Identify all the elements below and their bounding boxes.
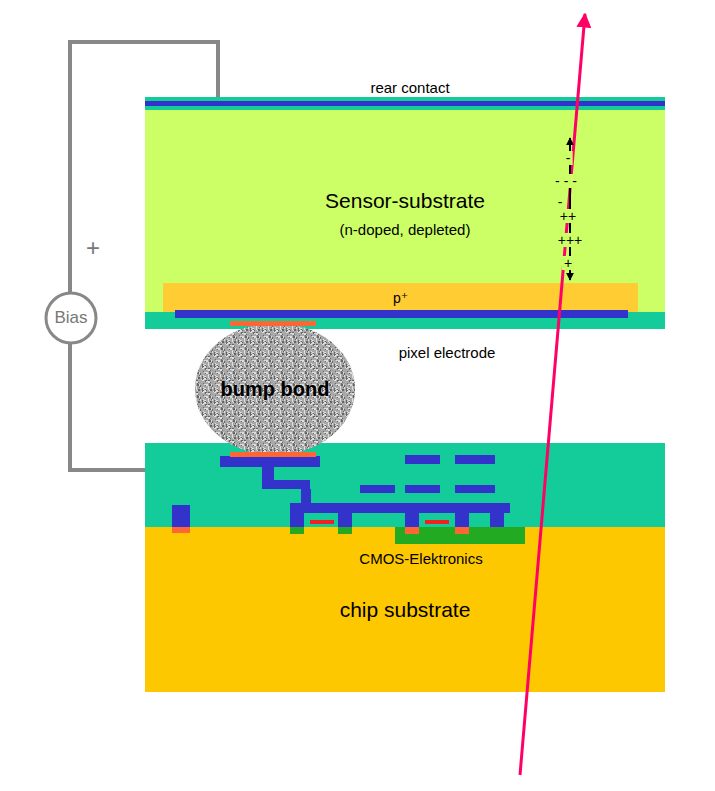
- bump-pad: [230, 321, 316, 326]
- substrate-region: Sensor-substrate(n-doped, depleted)p⁺: [145, 110, 665, 283]
- node-title: chip substrate: [340, 598, 471, 622]
- metal-traces: [172, 455, 510, 527]
- diffusion: [338, 527, 352, 534]
- substrate-contact: [172, 527, 190, 533]
- part-label: pixel electrode: [399, 345, 496, 360]
- charge-sign: +: [562, 256, 574, 270]
- diffusion: [490, 527, 504, 534]
- diffusion: [290, 527, 304, 534]
- implant-band: p⁺: [163, 283, 638, 312]
- rear-contact-layer: [145, 97, 665, 110]
- bump-texture: [195, 323, 355, 455]
- bump-pad: [230, 452, 316, 457]
- node-title: Bias: [54, 308, 87, 328]
- polarity-sign: +: [86, 236, 100, 260]
- particle-track: [520, 14, 585, 775]
- node-title: p⁺: [393, 290, 408, 306]
- gate: [310, 520, 334, 524]
- node-title: Sensor-substrate: [325, 189, 485, 213]
- bump-ball: [195, 323, 355, 455]
- gate: [425, 520, 449, 524]
- chip-substrate: [145, 527, 665, 692]
- sensor-substrate: [145, 110, 665, 312]
- charge-sign: ++: [558, 209, 578, 223]
- bias-source-label: Bias: [46, 293, 96, 343]
- transistor-well: [395, 527, 525, 544]
- charge-sign: -: [556, 195, 565, 209]
- bump-bond: bump bond: [195, 323, 355, 455]
- diffusion: [405, 527, 419, 534]
- node-subtitle: (n-doped, depleted): [340, 221, 471, 238]
- charge-sign: +++: [556, 233, 585, 247]
- charge-sign: -: [564, 151, 573, 165]
- chip-metal-stack: [145, 443, 665, 527]
- diffusion: [455, 527, 469, 534]
- charge-sign: - - -: [553, 174, 579, 188]
- rear-contact-metal: [145, 101, 665, 106]
- p-plus-implant: [163, 283, 638, 312]
- part-label: rear contact: [370, 80, 449, 95]
- part-label: CMOS-Elektronics: [359, 551, 482, 566]
- node-title: bump bond: [221, 378, 330, 401]
- bias-source: [46, 293, 96, 343]
